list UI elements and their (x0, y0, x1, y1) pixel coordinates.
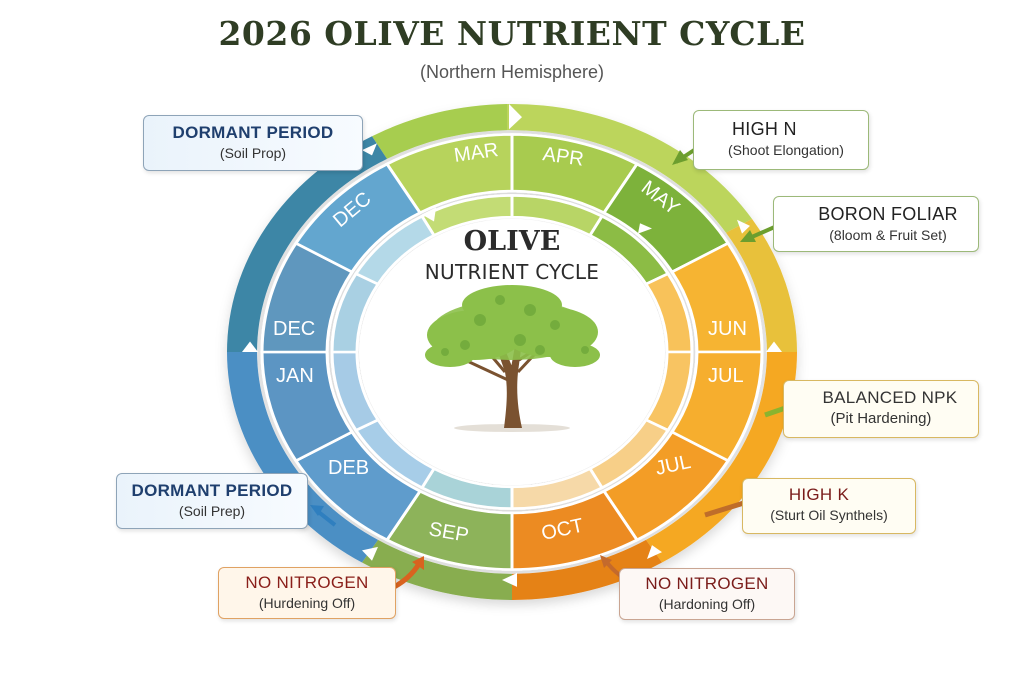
month-label-deb: DEB (328, 457, 369, 479)
callout-detail: (Hardoning Off) (658, 596, 756, 612)
callout-detail: (Hurdening Off) (258, 595, 356, 611)
month-label-jul: JUL (708, 365, 744, 387)
callout-detail: (Soil Prop) (219, 145, 287, 161)
callout-heading: HIGH K (788, 485, 850, 504)
callout-heading: NO NITROGEN (645, 574, 769, 593)
callout-heading: DORMANT PERIOD (172, 123, 334, 142)
inner-band (330, 194, 694, 510)
callout-boron-foliar: BORON FOLIAR (8loom & Fruit Set) (773, 196, 979, 252)
callout-detail: (Pit Hardening) (830, 410, 932, 427)
callout-balanced-npk: BALANCED NPK (Pit Hardening) (783, 380, 979, 438)
callout-high-k: HIGH K (Sturt Oil Synthels) (742, 478, 916, 534)
center-title: OLIVE (463, 226, 561, 257)
page-subtitle: (Northern Hemisphere) (419, 62, 605, 82)
month-labels: MAR APR MAY JUN JUL JUL OCT SEP DEB JAN … (273, 139, 747, 547)
callout-dormant-period-top: DORMANT PERIOD (Soil Prop) (143, 115, 363, 171)
callout-no-nitrogen-right: NO NITROGEN (Hardoning Off) (619, 568, 795, 620)
month-label-jun: JUN (708, 318, 747, 340)
callout-detail: (Sturt Oil Synthels) (770, 507, 888, 523)
page-title: 2026 OLIVE NUTRIENT CYCLE (218, 14, 806, 53)
callout-heading: NO NITROGEN (245, 573, 369, 592)
month-label-jan: JAN (276, 365, 314, 387)
callout-detail: (8loom & Fruit Set) (829, 227, 947, 243)
callout-heading: BALANCED NPK (822, 388, 958, 407)
month-band (260, 133, 764, 571)
callout-dormant-period-bottom: DORMANT PERIOD (Soil Prep) (116, 473, 308, 529)
callout-heading: HIGH N (732, 119, 797, 139)
callout-high-n: HIGH N (Shoot Elongation) (693, 110, 869, 170)
month-label-dec: DEC (273, 318, 315, 340)
cycle-arrow-markers (242, 104, 782, 587)
center-subtitle: NUTRIENT CYCLE (424, 260, 600, 284)
callout-no-nitrogen-left: NO NITROGEN (Hurdening Off) (218, 567, 396, 619)
callout-heading: BORON FOLIAR (818, 204, 958, 224)
callout-detail: (Soil Prep) (178, 503, 246, 519)
olive-tree-icon (425, 285, 600, 432)
callout-detail: (Shoot Elongation) (728, 142, 844, 158)
callout-heading: DORMANT PERIOD (131, 481, 293, 500)
